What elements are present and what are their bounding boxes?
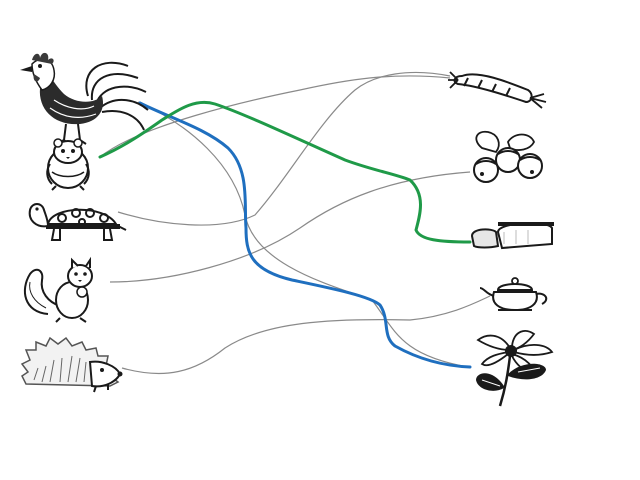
maze-line-hamster [99, 75, 451, 158]
rooster-icon [20, 52, 149, 145]
bread-icon [470, 222, 554, 250]
maze-line-turtle [117, 71, 451, 226]
maze-line-hedgehog [121, 295, 491, 375]
squirrel-icon [23, 256, 93, 323]
maze-lines [99, 71, 491, 375]
blue-drawn-line [138, 101, 472, 369]
hazelnut-icon [473, 130, 543, 183]
flower-icon [476, 330, 554, 407]
hedgehog-icon [20, 336, 123, 393]
green-drawn-line [98, 101, 472, 244]
candy-icon [448, 71, 547, 109]
maze-line-rooster [137, 101, 469, 368]
hamster-icon [46, 138, 90, 191]
maze-line-squirrel [109, 171, 471, 283]
teapot-icon [479, 277, 548, 312]
turtle-icon [28, 203, 127, 241]
